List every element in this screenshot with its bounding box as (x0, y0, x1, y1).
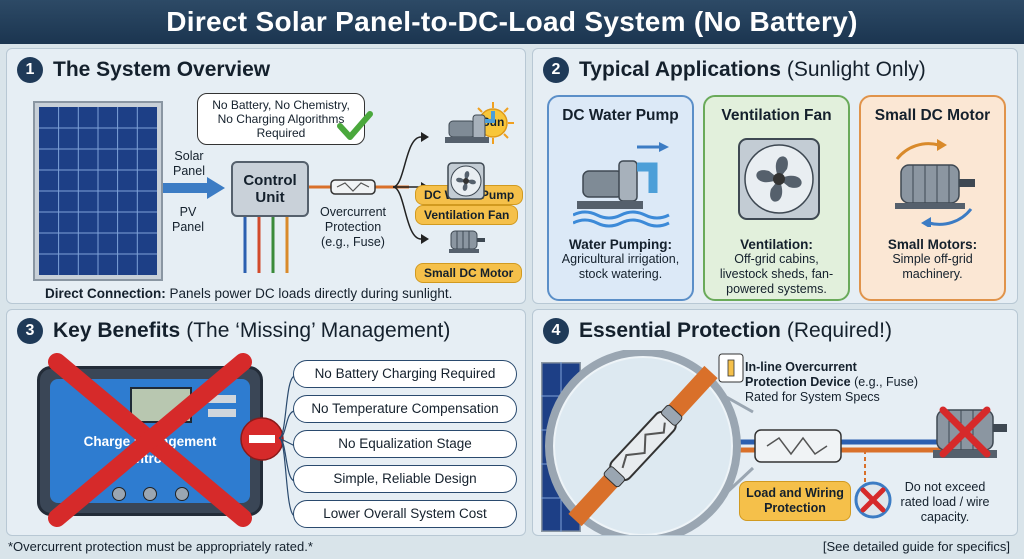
load-tag-ventilation-fan: Ventilation Fan (415, 205, 519, 225)
section-subtitle: (The ‘Missing’ Management) (186, 319, 451, 342)
section-number: 1 (17, 57, 43, 83)
benefit-item: No Equalization Stage (293, 430, 517, 458)
card-body: Ventilation:Off-grid cabins, livestock s… (719, 237, 834, 296)
section-heading: 2 Typical Applications (Sunlight Only) (543, 57, 926, 83)
overcurrent-protection-label: Overcurrent Protection (e.g., Fuse) (320, 205, 386, 249)
section-title: Typical Applications (579, 58, 781, 81)
section-heading: 3 Key Benefits (The ‘Missing’ Management… (17, 318, 450, 344)
fan-icon (738, 138, 820, 220)
control-wires (243, 217, 289, 273)
control-unit-box: Control Unit (231, 161, 309, 217)
water-pump-icon (445, 111, 495, 143)
water-pump-icon (573, 142, 670, 228)
no-overload-icon (854, 481, 892, 519)
dc-motor-icon (895, 139, 975, 227)
red-cross-icon (48, 353, 252, 527)
application-card-pump: DC Water Pump Water Pumping:Agricultural… (547, 95, 694, 301)
card-body: Water Pumping:Agricultural irrigation, s… (561, 237, 680, 281)
key-benefits-panel: 3 Key Benefits (The ‘Missing’ Management… (6, 309, 526, 536)
footer-note: *Overcurrent protection must be appropri… (8, 539, 313, 554)
protection-device-description: In-line Overcurrent Protection Device (e… (745, 360, 918, 404)
fan-icon (447, 162, 485, 200)
card-title: Ventilation Fan (721, 107, 832, 124)
footer-guide-link: [See detailed guide for specifics] (822, 539, 1010, 554)
essential-protection-panel: 4 Essential Protection (Required!) (532, 309, 1018, 536)
section-heading: 1 The System Overview (17, 57, 270, 83)
fuse-icon (309, 179, 409, 195)
section-title: The System Overview (53, 58, 271, 81)
section-heading: 4 Essential Protection (Required!) (543, 318, 892, 344)
checkmark-icon (337, 111, 373, 140)
application-card-motor: Small DC Motor Small Motors:Simple off-g… (859, 95, 1006, 301)
usb-port (208, 409, 236, 417)
usb-port (208, 395, 236, 403)
card-body: Small Motors:Simple off-grid machinery. (887, 237, 978, 281)
section-title: Essential Protection (579, 319, 781, 342)
card-title: DC Water Pump (562, 107, 679, 124)
benefit-item: Simple, Reliable Design (293, 465, 517, 493)
magnified-fuse-diagram (545, 350, 983, 535)
section-number: 4 (543, 318, 569, 344)
solar-panel-label: Solar Panel (173, 149, 205, 178)
solar-panel-icon (33, 101, 163, 281)
card-title: Small DC Motor (874, 107, 991, 124)
section-title: Key Benefits (53, 319, 181, 342)
load-tag-dc-motor: Small DC Motor (415, 263, 523, 283)
load-wiring-protection-tag: Load and Wiring Protection (739, 481, 851, 521)
pv-panel-label: PV Panel (172, 205, 204, 234)
section-number: 2 (543, 57, 569, 83)
capacity-warning: Do not exceed rated load / wire capacity… (900, 480, 990, 524)
benefit-item: No Temperature Compensation (293, 395, 517, 423)
section-subtitle: (Sunlight Only) (786, 58, 926, 81)
typical-applications-panel: 2 Typical Applications (Sunlight Only) D… (532, 48, 1018, 304)
page-title: Direct Solar Panel-to-DC-Load System (No… (0, 0, 1024, 44)
benefit-item: Lower Overall System Cost (293, 500, 517, 528)
application-card-fan: Ventilation Fan Ventilation:Off-grid cab… (703, 95, 850, 301)
no-entry-icon (240, 417, 284, 461)
benefit-connector-lines (278, 375, 296, 517)
direct-connection-note: Direct Connection: Panels power DC loads… (45, 286, 453, 301)
arrow-right-icon (163, 177, 225, 199)
overloaded-motor-icon (933, 406, 1007, 458)
dc-motor-icon (449, 230, 485, 253)
benefit-item: No Battery Charging Required (293, 360, 517, 388)
section-number: 3 (17, 318, 43, 344)
section-subtitle: (Required!) (786, 319, 892, 342)
system-overview-panel: 1 The System Overview Solar Panel PV Pan… (6, 48, 526, 304)
